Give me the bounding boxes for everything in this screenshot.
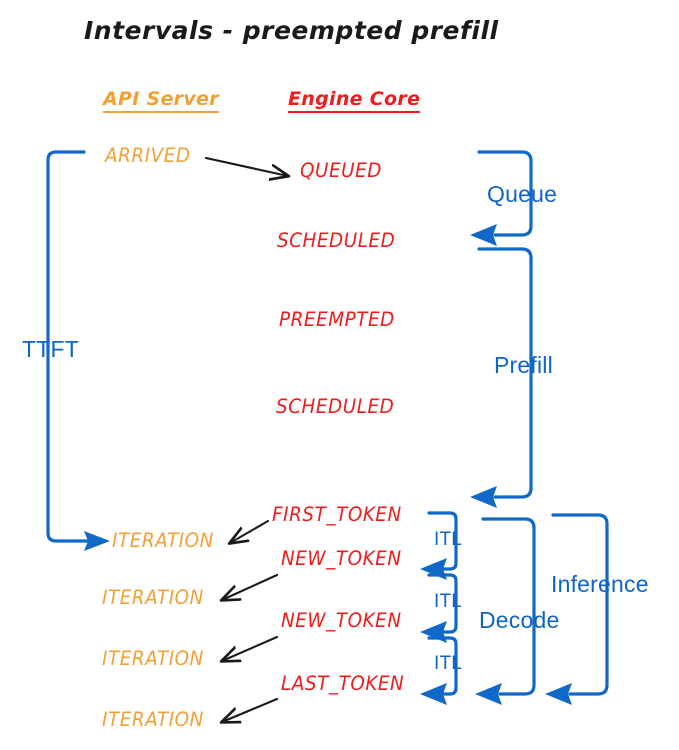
interval-label-itl-2: ITL [434,591,463,612]
engine-event-scheduled-2: SCHEDULED [276,395,395,418]
interval-label-itl-3: ITL [434,653,463,674]
api-event-iteration-1: ITERATION [112,529,214,552]
page-title: Intervals - preempted prefill [84,16,499,45]
interval-label-decode: Decode [479,607,560,633]
api-event-arrived: ARRIVED [105,144,191,167]
arrow-last-token [222,697,279,722]
interval-label-inference: Inference [551,571,649,597]
engine-event-queued: QUEUED [300,159,382,182]
interval-label-ttft: TTFT [22,336,79,362]
api-event-iteration-2: ITERATION [102,586,204,609]
arrow-arrived-to-queued [204,156,288,176]
engine-event-last-token: LAST_TOKEN [281,672,405,695]
column-header-engine-core: Engine Core [288,90,421,113]
interval-label-queue: Queue [487,181,558,207]
arrow-first-token [230,519,270,543]
bracket-prefill [470,247,533,508]
api-event-iteration-4: ITERATION [102,708,204,731]
column-header-api-server: API Server [103,90,219,113]
engine-event-new-token-2: NEW_TOKEN [281,609,402,632]
arrow-new-token-2 [222,635,279,661]
engine-event-scheduled-1: SCHEDULED [277,229,396,252]
engine-event-preempted: PREEMPTED [279,308,395,331]
interval-label-itl-1: ITL [434,529,463,550]
engine-event-new-token-1: NEW_TOKEN [281,547,402,570]
arrow-new-token-1 [222,573,279,600]
engine-event-first-token: FIRST_TOKEN [272,503,402,526]
interval-label-prefill: Prefill [494,352,553,378]
api-event-iteration-3: ITERATION [102,647,204,670]
